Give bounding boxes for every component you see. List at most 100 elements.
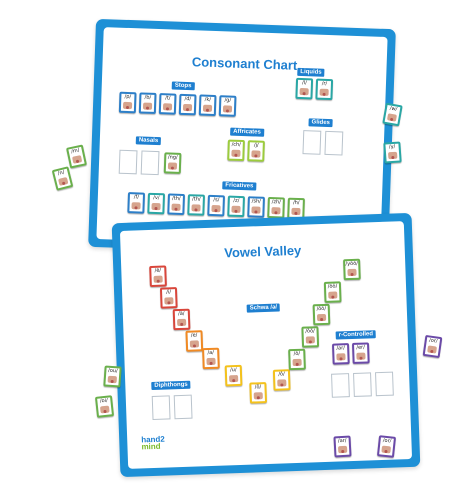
tile-stop[interactable]: /p/ [118,91,137,114]
r-controlled-slot [375,371,394,397]
tile-symbol: /ō/ [293,350,301,358]
tile-symbol: /k/ [204,96,212,103]
tile-fricative[interactable]: /sh/ [247,196,265,218]
tile-symbol: /b/ [144,94,152,101]
mouth-picture [222,105,233,113]
tile-vowel[interactable]: /ōō/ [323,281,342,303]
nasals-label: Nasals [135,136,162,146]
consonant-chart-title: Consonant Chart [191,54,298,73]
mouth-picture [71,155,83,164]
loose-tile[interactable]: /y/ [383,141,402,164]
tile-vowel[interactable]: /ā/ [172,308,191,331]
mouth-picture [319,88,329,96]
tile-symbol: /ā/ [178,310,185,318]
tile-symbol: /zh/ [271,199,281,206]
mouth-picture [299,87,309,96]
tile-vowel[interactable]: /yōō/ [343,258,361,281]
loose-tile[interactable]: /ar/ [333,435,352,458]
mouth-picture [164,297,174,305]
mouth-picture [387,151,398,160]
tile-vowel[interactable]: /i/ [159,287,178,309]
tile-symbol: /ou/ [107,367,118,375]
tile-vowel[interactable]: /ōō/ [312,303,331,326]
vowel-valley-panel: Vowel Valley Schwa /ə/ r-Controlled Diph… [119,221,413,469]
loose-tile[interactable]: /or/ [422,334,443,359]
tile-stop[interactable]: /b/ [138,92,157,114]
tile-symbol: /t/ [165,95,171,102]
tile-stop[interactable]: /k/ [198,94,217,117]
glides-slot [302,130,322,155]
mouth-picture [381,445,392,454]
r-controlled-slot [353,372,372,397]
loose-tile[interactable]: /m/ [66,144,87,169]
loose-tile[interactable]: /w/ [382,102,403,127]
mouth-picture [171,203,181,211]
tile-fricative[interactable]: /v/ [147,192,166,215]
tile-symbol: /f/ [133,194,140,201]
vowel-valley-title: Vowel Valley [223,242,302,261]
tile-nasal[interactable]: /ng/ [163,152,182,174]
r-controlled-slot [331,373,350,398]
tile-symbol: /yōō/ [345,260,359,268]
logo-text-mind: mind [141,441,161,452]
tile-fricative[interactable]: /z/ [227,195,245,218]
tile-liquid[interactable]: /r/ [315,78,334,101]
tile-fricative[interactable]: /zh/ [267,196,285,219]
mouth-picture [229,374,239,383]
tile-vowel[interactable]: /ē/ [149,265,167,288]
tile-fricative[interactable]: /th/ [167,193,186,216]
mouth-picture [427,345,438,354]
stops-label: Stops [171,81,195,91]
tile-vowel[interactable]: /u/ [224,364,243,387]
loose-tile[interactable]: /oi/ [94,395,115,418]
loose-tile[interactable]: /ou/ [103,365,122,388]
tile-symbol: /ē/ [154,267,162,274]
mouth-picture [58,176,69,186]
tile-affricate[interactable]: /j/ [247,140,265,162]
tile-symbol: /ŏ/ [254,384,262,391]
mouth-picture [251,150,261,158]
fricatives-label: Fricatives [222,181,257,191]
tile-vowel[interactable]: /a/ [202,347,220,370]
diphthongs-slot [173,394,193,420]
tile-r-controlled[interactable]: /er/ [351,342,370,364]
tile-vowel[interactable]: /ŏ/ [249,382,268,404]
loose-tile[interactable]: /or/ [376,435,397,458]
mouth-picture [231,205,241,213]
mouth-picture [291,207,301,216]
tile-fricative[interactable]: /s/ [207,194,225,217]
tile-liquid[interactable]: /l/ [295,77,314,100]
tile-symbol: /ô/ [278,371,285,378]
hand2mind-logo: hand2 mind [141,435,165,452]
tile-vowel[interactable]: /ŏŏ/ [301,326,320,348]
tile-stop[interactable]: /g/ [218,95,237,117]
tile-symbol: /a/ [207,349,215,357]
tile-symbol: /th/ [171,195,181,202]
tile-symbol: /ch/ [231,141,242,148]
mouth-picture [191,204,201,212]
mouth-picture [271,207,281,215]
vowel-valley-board: Vowel Valley Schwa /ə/ r-Controlled Diph… [111,212,421,478]
tile-stop[interactable]: /d/ [178,93,197,116]
tile-stop[interactable]: /t/ [158,93,177,115]
tile-vowel[interactable]: /ō/ [288,348,306,371]
tile-fricative[interactable]: /th/ [187,194,205,216]
tile-symbol: /u/ [229,367,237,374]
mouth-picture [251,206,261,214]
tile-r-controlled[interactable]: /ar/ [331,343,350,365]
tile-vowel[interactable]: /ô/ [272,369,291,391]
mouth-picture [122,101,133,110]
tile-vowel[interactable]: /e/ [185,330,204,352]
loose-tile[interactable]: /n/ [51,166,74,191]
tile-symbol: /g/ [224,97,232,104]
mouth-picture [142,102,153,110]
r-controlled-label: r-Controlled [335,330,377,340]
mouth-picture [107,375,118,384]
diphthongs-label: Diphthongs [151,380,191,391]
mouth-picture [202,104,213,112]
tile-symbol: /ar/ [337,437,347,445]
tile-affricate[interactable]: /ch/ [227,139,245,162]
tile-fricative[interactable]: /f/ [127,192,146,214]
tile-symbol: /y/ [388,143,396,151]
tile-symbol: /or/ [382,437,392,445]
